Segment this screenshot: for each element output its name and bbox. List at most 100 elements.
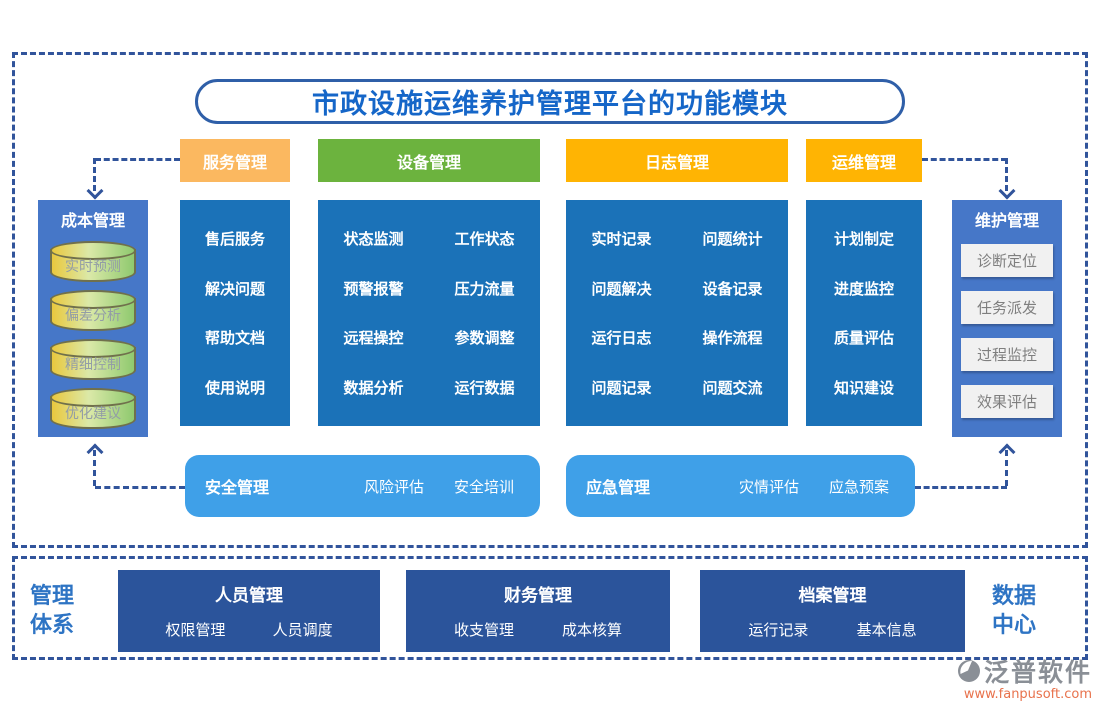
header-log-management: 日志管理 [566, 139, 788, 182]
log-item: 操作流程 [702, 329, 763, 348]
connector-ops-to-maintain-v [1005, 158, 1008, 191]
header-service-management: 服务管理 [180, 139, 290, 182]
log-item: 运行日志 [591, 329, 652, 348]
connector-emergency-to-maintain-h [915, 486, 1007, 489]
archive-item: 运行记录 [748, 621, 809, 639]
archive-management-box: 档案管理 运行记录 基本信息 [700, 570, 965, 652]
vendor-logo-text: 泛普软件 [983, 658, 1092, 687]
cost-cylinder-stack: 实时预测 偏差分析 精细控制 优化建议 [38, 241, 148, 430]
connector-safety-to-cost-v [93, 450, 96, 486]
connector-safety-to-cost-h [95, 486, 185, 489]
emergency-bar-title: 应急管理 [586, 478, 651, 497]
column-ops: 计划制定 进度监控 质量评估 知识建设 [806, 200, 922, 426]
maintain-item: 效果评估 [961, 385, 1053, 418]
maintain-item: 过程监控 [961, 338, 1053, 371]
connector-service-to-cost-h [95, 158, 180, 161]
safety-management-bar: 安全管理 风险评估 安全培训 [185, 455, 540, 517]
equipment-item: 运行数据 [454, 378, 515, 397]
header-ops-management: 运维管理 [806, 139, 922, 182]
column-equipment: 状态监测 工作状态 预警报警 压力流量 远程操控 参数调整 数据分析 运行数据 [318, 200, 540, 426]
vendor-logo-row: 泛普软件 [957, 653, 1092, 689]
equipment-item: 状态监测 [343, 230, 404, 249]
vendor-logo: 泛普软件 www.fanpusoft.com [957, 653, 1092, 702]
safety-bar-title: 安全管理 [205, 478, 270, 497]
log-item: 设备记录 [702, 279, 763, 298]
cost-box-title: 成本管理 [60, 211, 125, 230]
finance-box-items: 收支管理 成本核算 [406, 619, 670, 640]
archive-item: 基本信息 [856, 621, 917, 639]
log-item: 问题统计 [702, 230, 763, 249]
finance-management-box: 财务管理 收支管理 成本核算 [406, 570, 670, 652]
personnel-management-box: 人员管理 权限管理 人员调度 [118, 570, 380, 652]
bottom-dashed-frame [12, 556, 1088, 660]
personnel-box-items: 权限管理 人员调度 [118, 619, 380, 640]
cost-management-box: 成本管理 实时预测 偏差分析 精细控制 优化建议 [38, 200, 148, 437]
equipment-item: 压力流量 [454, 279, 515, 298]
main-dashed-frame [12, 52, 1088, 548]
cylinder: 优化建议 [50, 388, 136, 430]
cylinder: 实时预测 [50, 241, 136, 283]
cylinder-top [50, 388, 136, 407]
finance-box-title: 财务管理 [504, 586, 572, 606]
emergency-item: 应急预案 [828, 477, 889, 496]
service-item: 解决问题 [204, 279, 265, 298]
emergency-item: 灾情评估 [738, 477, 799, 496]
ops-item: 计划制定 [833, 230, 894, 249]
cost-item: 偏差分析 [65, 308, 121, 324]
vendor-logo-url: www.fanpusoft.com [963, 687, 1092, 702]
column-service: 售后服务 解决问题 帮助文档 使用说明 [180, 200, 290, 426]
equipment-item: 参数调整 [454, 329, 515, 348]
personnel-box-title: 人员管理 [215, 586, 283, 606]
diagram-title: 市政设施运维养护管理平台的功能模块 [312, 89, 788, 120]
log-item: 问题交流 [702, 378, 763, 397]
safety-bar-items: 风险评估 安全培训 [364, 476, 514, 497]
maintain-item: 任务派发 [961, 291, 1053, 324]
log-item: 问题解决 [591, 279, 652, 298]
personnel-item: 人员调度 [272, 621, 333, 639]
maintain-button-stack: 诊断定位 任务派发 过程监控 效果评估 [952, 244, 1062, 418]
header-equipment-management: 设备管理 [318, 139, 540, 182]
maintain-box-title: 维护管理 [974, 211, 1039, 230]
connector-service-to-cost-v [93, 158, 96, 191]
emergency-management-bar: 应急管理 灾情评估 应急预案 [566, 455, 915, 517]
data-center-label: 数据 中心 [992, 584, 1037, 639]
cost-item: 实时预测 [65, 259, 121, 275]
equipment-item: 远程操控 [343, 329, 404, 348]
ops-item: 知识建设 [833, 378, 894, 397]
finance-item: 收支管理 [453, 621, 514, 639]
cylinder: 精细控制 [50, 339, 136, 381]
ops-item: 质量评估 [833, 329, 894, 348]
emergency-bar-items: 灾情评估 应急预案 [739, 476, 889, 497]
service-item: 使用说明 [204, 378, 265, 397]
service-item: 售后服务 [204, 230, 265, 249]
cost-item: 优化建议 [65, 406, 121, 422]
archive-box-title: 档案管理 [798, 586, 867, 606]
diagram-title-box: 市政设施运维养护管理平台的功能模块 [195, 79, 905, 124]
connector-ops-to-maintain-h [922, 158, 1007, 161]
ops-item: 进度监控 [833, 279, 894, 298]
column-log: 实时记录 问题统计 问题解决 设备记录 运行日志 操作流程 问题记录 问题交流 [566, 200, 788, 426]
header-log-label: 日志管理 [644, 152, 709, 172]
connector-emergency-to-maintain-v [1005, 450, 1008, 486]
header-ops-label: 运维管理 [831, 152, 896, 172]
personnel-item: 权限管理 [165, 621, 226, 639]
cylinder-top [50, 290, 136, 309]
maintain-management-box: 维护管理 诊断定位 任务派发 过程监控 效果评估 [952, 200, 1062, 437]
archive-box-items: 运行记录 基本信息 [700, 619, 965, 640]
safety-item: 安全培训 [453, 477, 514, 496]
equipment-item: 预警报警 [343, 279, 404, 298]
safety-item: 风险评估 [363, 477, 424, 496]
equipment-item: 工作状态 [454, 230, 515, 249]
finance-item: 成本核算 [561, 621, 622, 639]
cylinder: 偏差分析 [50, 290, 136, 332]
log-item: 问题记录 [591, 378, 652, 397]
header-service-label: 服务管理 [202, 152, 267, 172]
log-item: 实时记录 [591, 230, 652, 249]
cylinder-top [50, 339, 136, 358]
service-item: 帮助文档 [204, 329, 265, 348]
header-equipment-label: 设备管理 [396, 152, 461, 172]
cylinder-top [50, 241, 136, 260]
vendor-logo-icon [957, 660, 980, 682]
equipment-item: 数据分析 [343, 378, 404, 397]
management-system-label: 管理 体系 [30, 584, 75, 639]
